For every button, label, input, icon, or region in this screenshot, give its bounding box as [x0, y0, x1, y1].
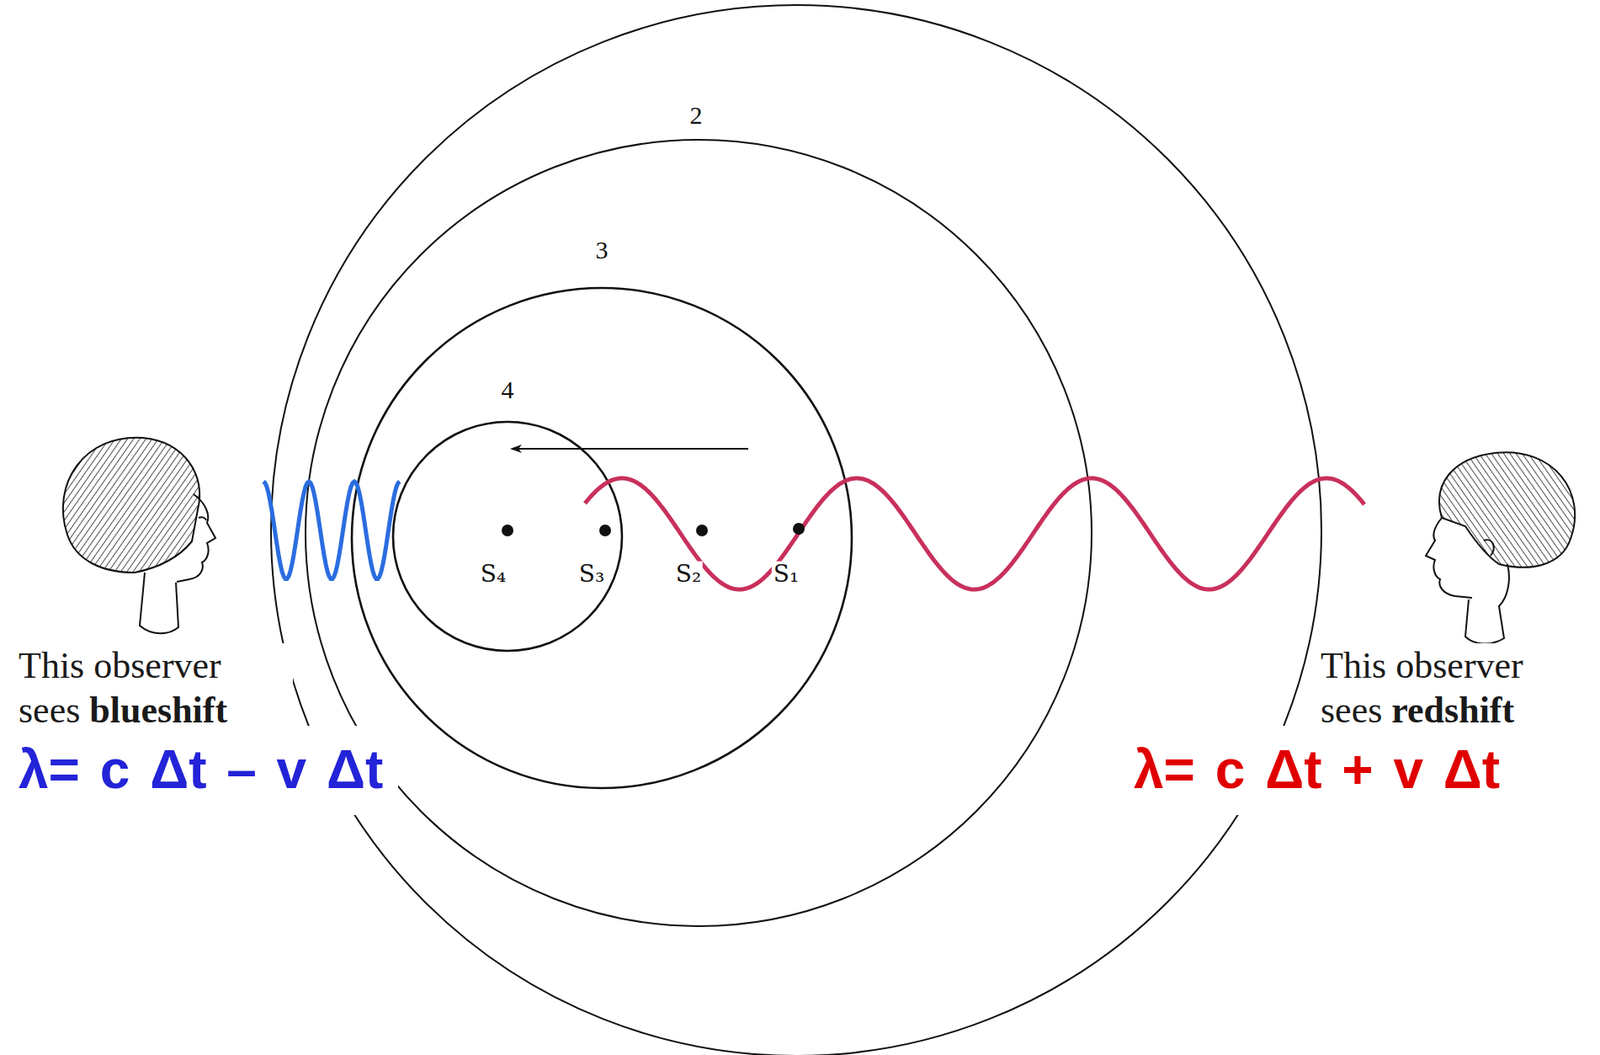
motion-arrow	[511, 447, 749, 450]
source-label: S₃	[577, 561, 606, 588]
doppler-formula: λ= c Δt – v Δt	[0, 725, 399, 815]
wavefront-number: 4	[499, 377, 517, 403]
redshifted-wave	[584, 478, 1365, 590]
observer-note: This observer sees redshift	[1317, 643, 1595, 733]
observer-shift: redshift	[1391, 689, 1515, 731]
source-dot	[599, 524, 612, 537]
source-label: S₁	[771, 561, 801, 588]
observer-head-right	[1425, 451, 1575, 644]
wavefront-number: 3	[593, 237, 612, 263]
observer-shift: blueshift	[89, 689, 228, 731]
source-dot	[792, 522, 805, 535]
blueshifted-wave	[263, 481, 400, 580]
source-dot	[501, 524, 514, 537]
doppler-formula: λ= c Δt + v Δt	[1121, 725, 1519, 815]
observer-note: This observer sees blueshift	[15, 643, 293, 733]
source-label: S₂	[674, 561, 703, 588]
wavefront-circles	[271, 5, 1322, 1055]
wavefront-number: 2	[687, 102, 706, 128]
wavefront-circle	[393, 421, 622, 651]
observer-head-left	[63, 437, 216, 634]
source-label: S₄	[478, 561, 508, 588]
source-dot	[696, 524, 708, 537]
wavefront-circle	[305, 139, 1092, 926]
wavefront-circle	[351, 287, 852, 788]
source-positions	[501, 522, 805, 537]
wavefront-circle	[271, 5, 1322, 1055]
